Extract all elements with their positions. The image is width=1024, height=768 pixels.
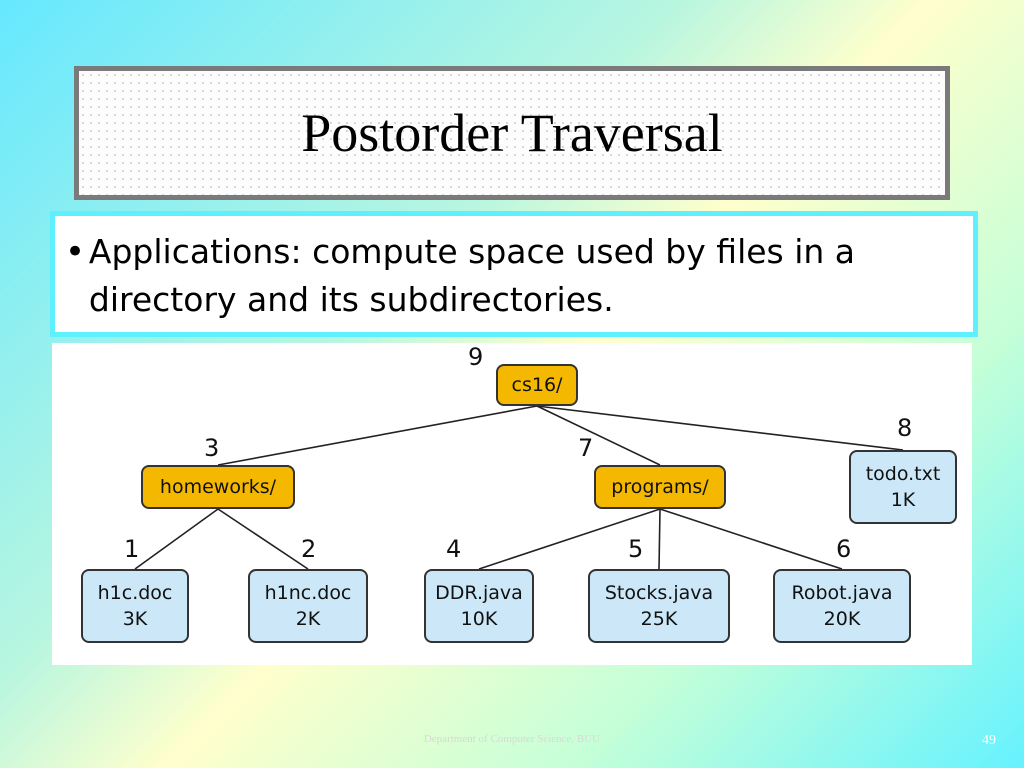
order-number-todo: 8	[897, 414, 913, 442]
edge-programs-robot	[659, 508, 843, 570]
edge-homeworks-h1c	[134, 508, 219, 570]
edge-cs16-programs	[536, 405, 661, 466]
bullet-item: • Applications: compute space used by fi…	[65, 228, 953, 324]
node-todo: todo.txt 1K	[849, 450, 957, 524]
tree-diagram: cs16/9 homeworks/3 programs/7 todo.txt 1K 8 h1…	[52, 343, 972, 665]
node-size: 10K	[460, 608, 498, 630]
edge-cs16-homeworks	[217, 405, 538, 466]
footer-text: Department of Computer Science, BUU	[423, 733, 601, 745]
edge-homeworks-h1nc	[217, 508, 309, 570]
node-size: 3K	[122, 608, 148, 630]
node-label: h1nc.doc	[264, 582, 352, 604]
slide-title: Postorder Traversal	[301, 103, 723, 163]
edge-programs-ddr	[478, 508, 661, 570]
bullet-dot-icon: •	[65, 232, 86, 272]
order-number-programs: 7	[578, 434, 594, 462]
node-ddr: DDR.java 10K	[424, 569, 534, 643]
edge-programs-stocks	[658, 508, 661, 570]
node-size: 25K	[640, 608, 678, 630]
node-label: programs/	[611, 476, 709, 498]
node-h1nc: h1nc.doc 2K	[248, 569, 368, 643]
page-number: 49	[982, 733, 996, 748]
edge-cs16-todo	[536, 405, 904, 451]
node-label: DDR.java	[435, 582, 523, 604]
node-homeworks: homeworks/	[141, 465, 295, 509]
node-size: 1K	[890, 489, 916, 511]
node-label: h1c.doc	[97, 582, 173, 604]
node-label: Robot.java	[791, 582, 893, 604]
order-number-h1c: 1	[124, 535, 140, 563]
node-size: 20K	[823, 608, 861, 630]
node-programs: programs/	[594, 465, 726, 509]
node-robot: Robot.java 20K	[773, 569, 911, 643]
node-label: cs16/	[511, 374, 563, 396]
order-number-robot: 6	[836, 535, 852, 563]
node-label: todo.txt	[865, 463, 941, 485]
node-cs16: cs16/	[496, 364, 578, 406]
title-box: Postorder Traversal	[74, 66, 950, 200]
node-h1c: h1c.doc 3K	[81, 569, 189, 643]
order-number-h1nc: 2	[301, 535, 317, 563]
order-number-cs16: 9	[468, 343, 484, 371]
node-label: homeworks/	[159, 476, 277, 498]
node-stocks: Stocks.java 25K	[588, 569, 730, 643]
bullet-box: • Applications: compute space used by fi…	[50, 211, 978, 337]
bullet-text: Applications: compute space used by file…	[88, 232, 856, 319]
order-number-homeworks: 3	[204, 434, 220, 462]
tree-edges	[134, 405, 904, 570]
node-size: 2K	[295, 608, 321, 630]
order-number-stocks: 5	[628, 535, 644, 563]
order-number-ddr: 4	[446, 535, 462, 563]
node-label: Stocks.java	[604, 582, 714, 604]
